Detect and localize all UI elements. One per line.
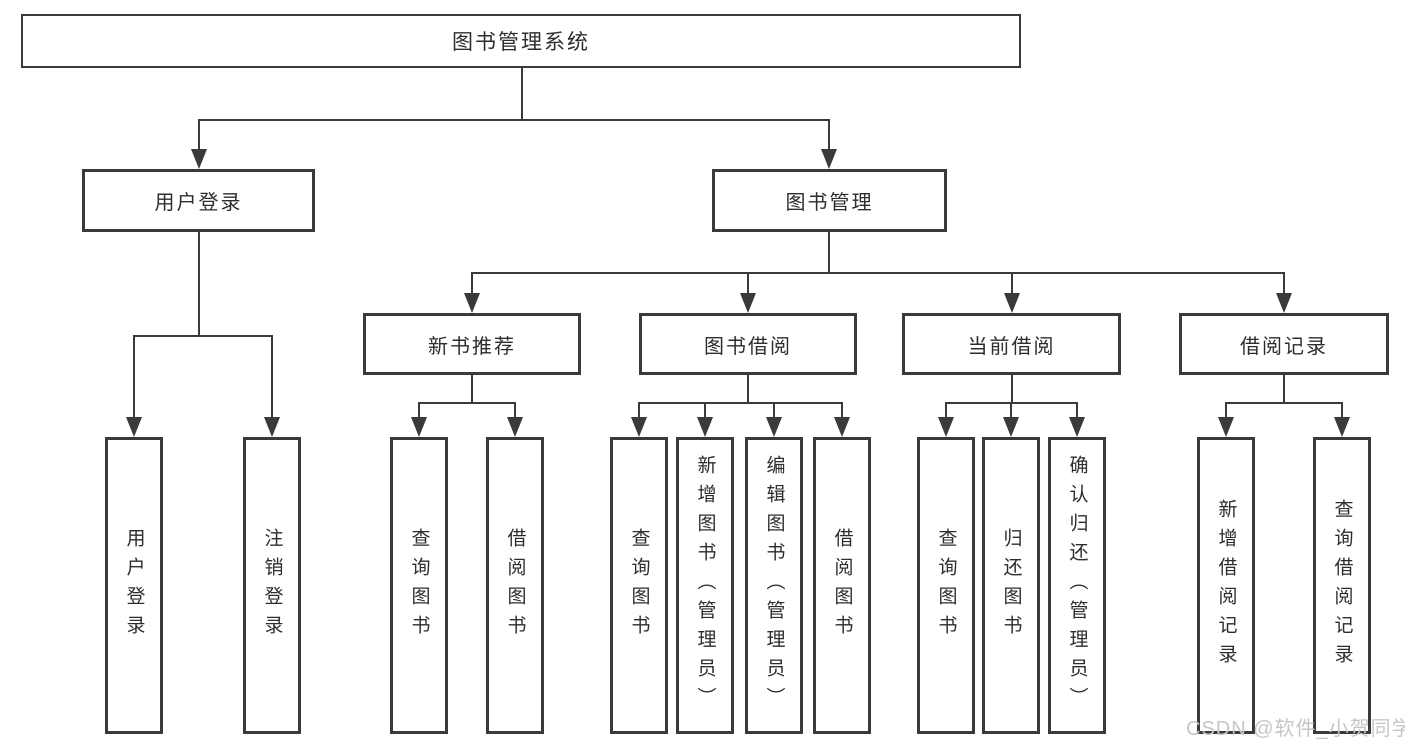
leaf-edit-book-admin: 编辑图书（管理员） [745, 437, 803, 734]
leaf-return-books: 归还图书 [982, 437, 1040, 734]
leaf-add-book-admin: 新增图书（管理员） [676, 437, 734, 734]
leaf-query-books-borrow: 查询图书 [610, 437, 668, 734]
leaf-query-books-borrow-label: 查询图书 [628, 527, 650, 644]
node-book-management-label: 图书管理 [785, 192, 874, 214]
leaf-query-books-current-label: 查询图书 [935, 527, 957, 644]
node-book-management: 图书管理 [712, 169, 947, 232]
leaf-edit-book-admin-label: 编辑图书（管理员） [763, 455, 785, 716]
leaf-user-login-label: 用户登录 [123, 527, 145, 644]
edge-root-to-level2 [191, 68, 837, 169]
node-current-borrowing-label: 当前借阅 [967, 335, 1056, 358]
node-borrowing-records-label: 借阅记录 [1240, 335, 1328, 358]
leaf-logout: 注销登录 [243, 437, 301, 734]
leaf-return-books-label: 归还图书 [1000, 527, 1022, 644]
edge-new-book-rec-to-leaves [411, 375, 523, 437]
leaf-borrow-books-recommend: 借阅图书 [486, 437, 544, 734]
leaf-logout-label: 注销登录 [261, 527, 283, 644]
leaf-borrow-books: 借阅图书 [813, 437, 871, 734]
node-user-login-label: 用户登录 [154, 192, 243, 214]
node-book-borrowing: 图书借阅 [639, 313, 857, 375]
edge-book-mgmt-to-level3 [464, 232, 1292, 313]
node-root: 图书管理系统 [21, 14, 1021, 68]
leaf-query-borrow-record: 查询借阅记录 [1313, 437, 1371, 734]
leaf-query-books-recommend: 查询图书 [390, 437, 448, 734]
leaf-add-borrow-record-label: 新增借阅记录 [1215, 498, 1237, 673]
leaf-query-borrow-record-label: 查询借阅记录 [1331, 498, 1353, 673]
node-book-borrowing-label: 图书借阅 [704, 335, 792, 358]
edge-book-borrow-to-leaves [631, 375, 850, 437]
node-new-book-recommend-label: 新书推荐 [428, 335, 516, 358]
node-new-book-recommend: 新书推荐 [363, 313, 581, 375]
leaf-confirm-return-admin-label: 确认归还（管理员） [1066, 455, 1088, 716]
node-user-login: 用户登录 [82, 169, 315, 232]
node-root-label: 图书管理系统 [452, 31, 590, 54]
leaf-user-login: 用户登录 [105, 437, 163, 734]
leaf-query-books-current: 查询图书 [917, 437, 975, 734]
edge-borrow-records-to-leaves [1218, 375, 1350, 437]
leaf-confirm-return-admin: 确认归还（管理员） [1048, 437, 1106, 734]
csdn-watermark: CSDN @软件_小贺同学 [1186, 718, 1405, 740]
edge-current-borrow-to-leaves [938, 375, 1085, 437]
node-current-borrowing: 当前借阅 [902, 313, 1121, 375]
leaf-add-borrow-record: 新增借阅记录 [1197, 437, 1255, 734]
edge-user-login-to-leaves [126, 232, 280, 437]
leaf-add-book-admin-label: 新增图书（管理员） [694, 455, 716, 716]
leaf-query-books-recommend-label: 查询图书 [408, 527, 430, 644]
leaf-borrow-books-label: 借阅图书 [831, 527, 853, 644]
leaf-borrow-books-recommend-label: 借阅图书 [504, 527, 526, 644]
node-borrowing-records: 借阅记录 [1179, 313, 1389, 375]
